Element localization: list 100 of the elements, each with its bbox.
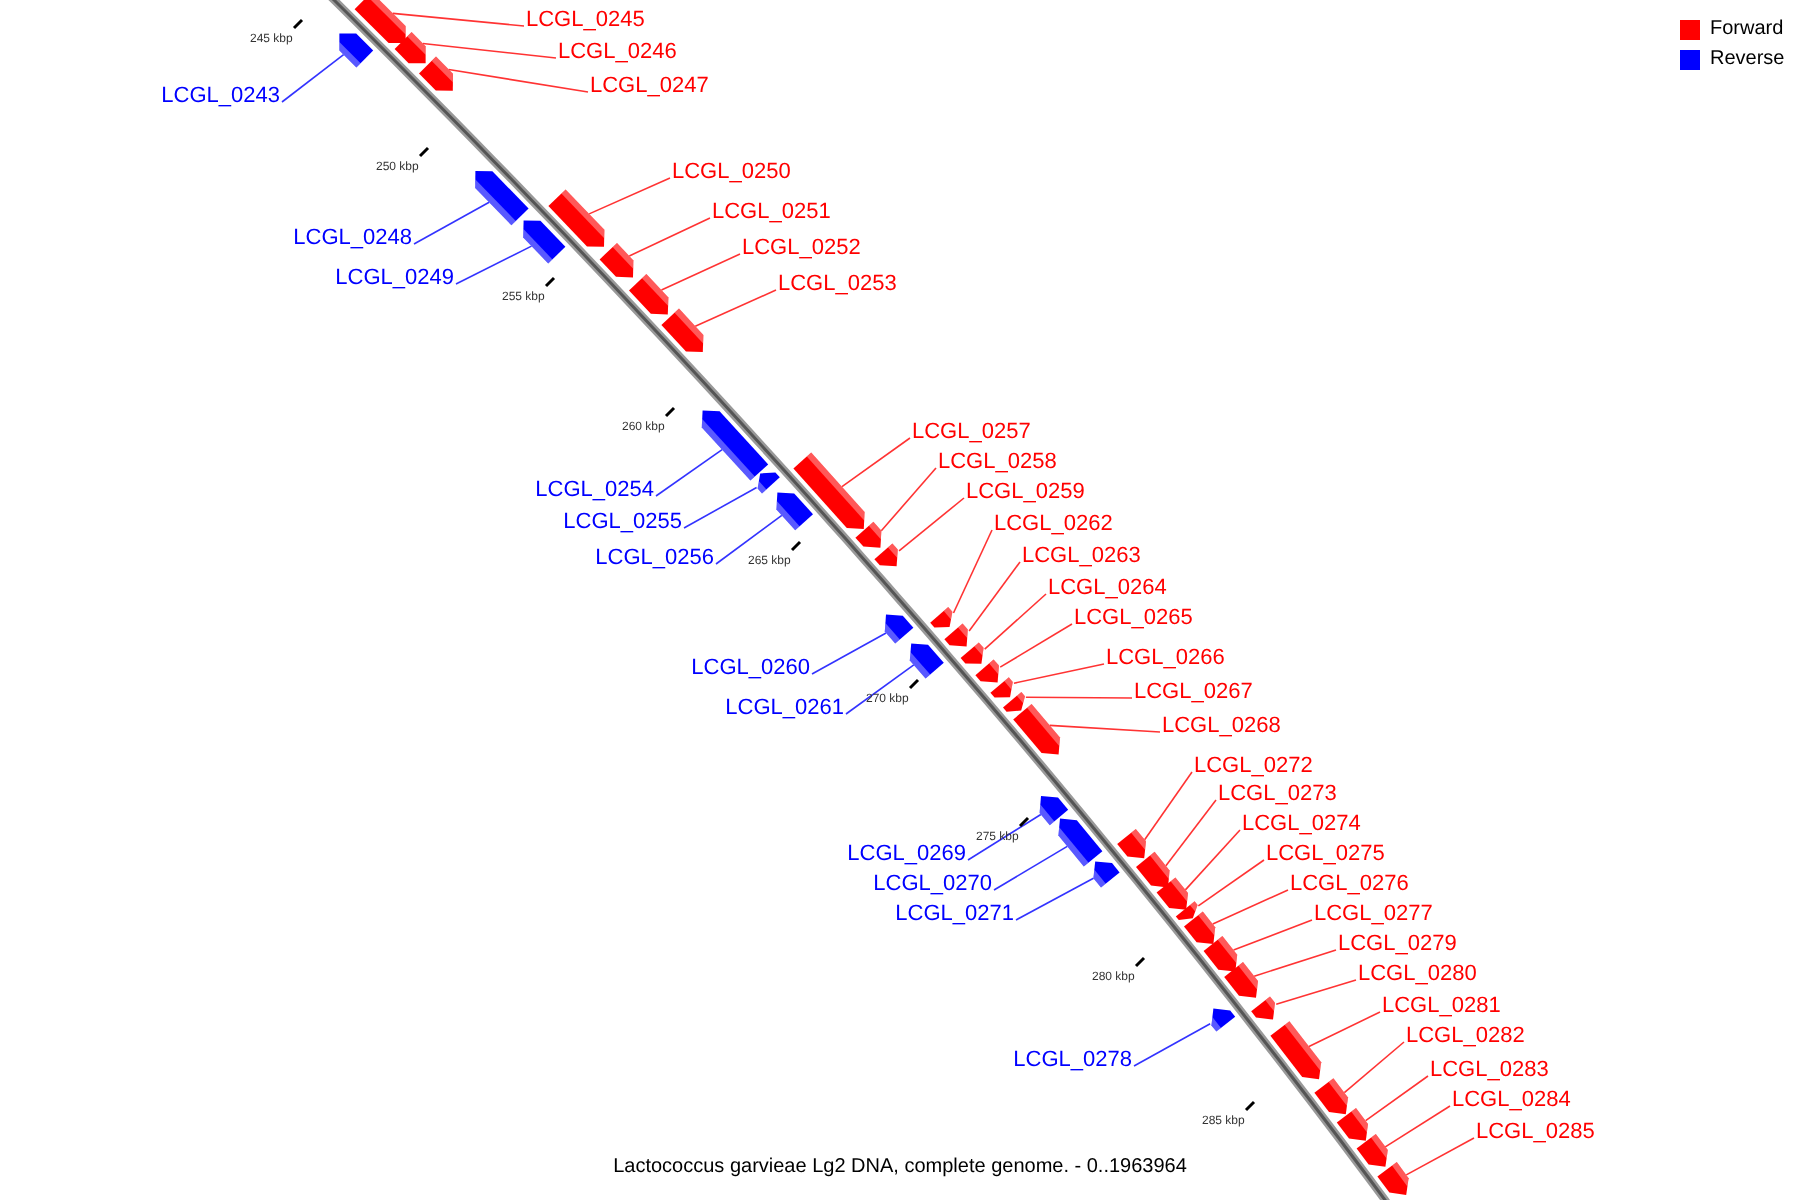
- gene-label: LCGL_0267: [1134, 680, 1253, 704]
- leader-line: [1048, 724, 1161, 733]
- leader-line: [1184, 829, 1241, 891]
- gene-label: LCGL_0279: [1338, 932, 1457, 956]
- leader-line: [413, 201, 490, 245]
- leader-line: [660, 253, 741, 291]
- leader-line: [1143, 771, 1193, 841]
- leader-line: [1165, 799, 1217, 867]
- gene-block: [793, 452, 865, 529]
- leader-line: [715, 514, 783, 565]
- gene-label: LCGL_0260: [691, 656, 810, 680]
- gene-label: LCGL_0251: [712, 200, 831, 224]
- gene-label: LCGL_0261: [725, 696, 844, 720]
- gene-label: LCGL_0282: [1406, 1024, 1525, 1048]
- gene-block: [339, 33, 374, 68]
- leader-line: [1013, 663, 1105, 685]
- gene-block: [990, 677, 1013, 698]
- leader-line: [1275, 979, 1357, 1006]
- leader-line: [455, 245, 533, 285]
- leader-line: [968, 561, 1021, 632]
- gene-block: [1156, 877, 1188, 910]
- gene-block: [548, 189, 605, 247]
- legend-label: Reverse: [1710, 48, 1785, 72]
- gene-label: LCGL_0247: [590, 74, 709, 98]
- gene-block: [1336, 1108, 1368, 1141]
- gene-label: LCGL_0281: [1382, 994, 1501, 1018]
- leader-line: [898, 497, 965, 552]
- leader-line: [281, 53, 345, 103]
- leader-line: [841, 437, 911, 488]
- gene-label: LCGL_0277: [1314, 902, 1433, 926]
- gene-block: [419, 56, 453, 91]
- gene-block: [1117, 829, 1146, 859]
- leader-line: [1384, 1105, 1451, 1148]
- gene-label: LCGL_0283: [1430, 1058, 1549, 1082]
- gene-block: [944, 623, 968, 647]
- gene-block: [1039, 796, 1069, 826]
- leader-line: [845, 664, 915, 715]
- leader-line: [999, 623, 1073, 668]
- gene-label: LCGL_0285: [1476, 1120, 1595, 1144]
- gene-label: LCGL_0255: [563, 510, 682, 534]
- gene-label: LCGL_0264: [1048, 576, 1167, 600]
- gene-label: LCGL_0273: [1218, 782, 1337, 806]
- gene-block: [394, 32, 426, 64]
- gene-block: [1356, 1134, 1388, 1167]
- gene-block: [1224, 962, 1258, 998]
- leader-line: [1308, 1011, 1381, 1048]
- gene-block: [930, 607, 953, 628]
- gene-label: LCGL_0270: [873, 872, 992, 896]
- gene-label: LCGL_0263: [1022, 544, 1141, 568]
- gene-block: [1377, 1162, 1409, 1195]
- gene-label: LCGL_0254: [535, 478, 654, 502]
- gene-block: [523, 220, 566, 264]
- gene-block: [757, 472, 780, 494]
- gene-block: [975, 659, 999, 683]
- gene-block: [1184, 911, 1216, 944]
- gene-label: LCGL_0262: [994, 512, 1113, 536]
- leader-line: [683, 486, 758, 529]
- gene-block: [855, 521, 882, 548]
- gene-label: LCGL_0265: [1074, 606, 1193, 630]
- gene-label: LCGL_0269: [847, 842, 966, 866]
- gene-block: [1203, 936, 1238, 972]
- gene-block: [1136, 851, 1170, 888]
- leader-line: [628, 217, 711, 257]
- gene-label: LCGL_0266: [1106, 646, 1225, 670]
- leader-line: [1212, 889, 1289, 925]
- legend-label: Forward: [1710, 18, 1784, 42]
- gene-label: LCGL_0257: [912, 420, 1031, 444]
- gene-block: [1003, 692, 1025, 712]
- gene-label: LCGL_0278: [1013, 1048, 1132, 1072]
- gene-label: LCGL_0276: [1290, 872, 1409, 896]
- gene-block: [776, 492, 813, 531]
- leader-line: [422, 42, 557, 59]
- gene-block: [884, 614, 914, 644]
- gene-block: [960, 642, 984, 664]
- gene-block: [1211, 1008, 1236, 1032]
- leader-line: [1405, 1137, 1475, 1176]
- gene-label: LCGL_0256: [595, 546, 714, 570]
- gene-label: LCGL_0258: [938, 450, 1057, 474]
- leader-line: [1025, 696, 1133, 699]
- caption: Lactococcus garvieae Lg2 DNA, complete genome. - 0..1963964: [613, 1156, 1187, 1178]
- gene-label: LCGL_0284: [1452, 1088, 1571, 1112]
- leader-line: [1253, 949, 1337, 977]
- leader-line: [1015, 877, 1095, 921]
- gene-label: LCGL_0252: [742, 236, 861, 260]
- gene-block: [701, 410, 769, 481]
- gene-label: LCGL_0274: [1242, 812, 1361, 836]
- gene-block: [1175, 901, 1198, 920]
- gene-block: [874, 543, 898, 567]
- leader-line: [1197, 859, 1265, 907]
- leader-line: [1133, 1022, 1211, 1067]
- leader-line: [1232, 919, 1313, 951]
- gene-label: LCGL_0246: [558, 40, 677, 64]
- leader-line: [967, 813, 1042, 861]
- gene-block: [1270, 1021, 1322, 1080]
- leader-line: [952, 529, 993, 614]
- leader-line: [993, 845, 1069, 891]
- leader-line: [588, 177, 671, 215]
- leader-line: [983, 593, 1047, 650]
- gene-label: LCGL_0268: [1162, 714, 1281, 738]
- gene-label: LCGL_0271: [895, 902, 1014, 926]
